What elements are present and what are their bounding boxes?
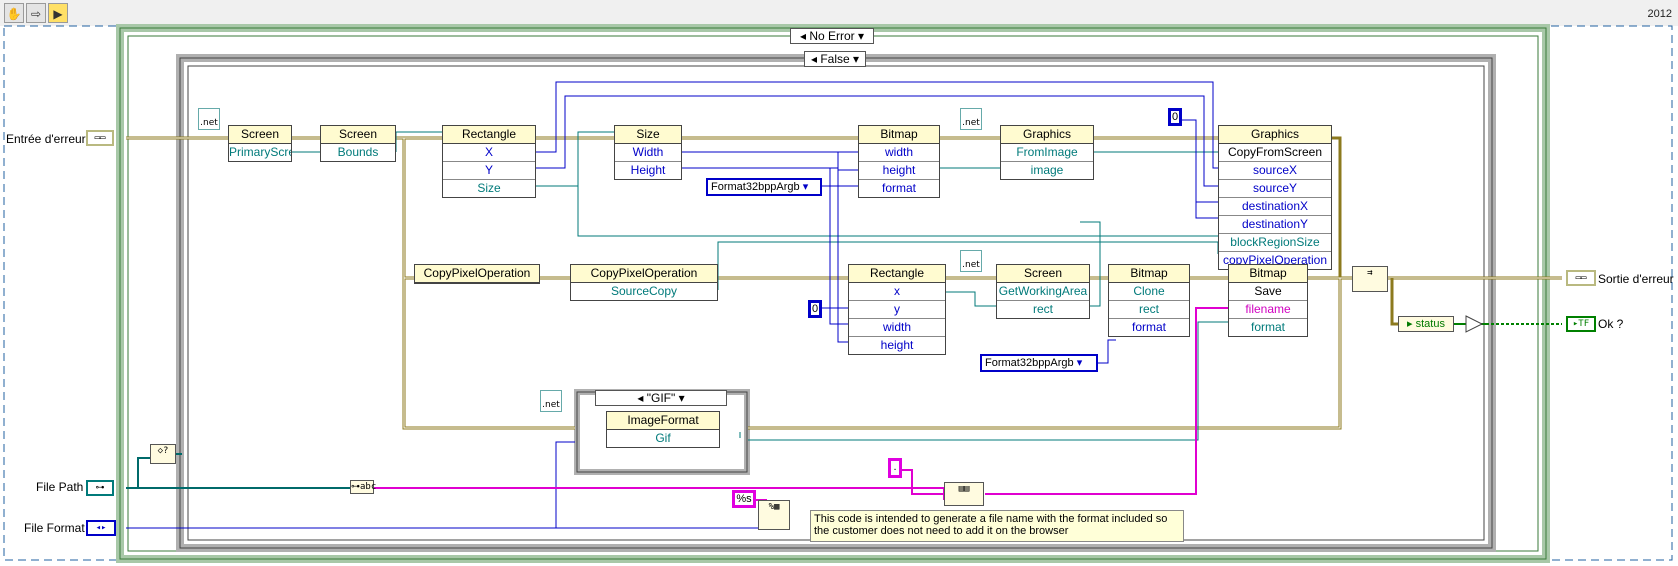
net-icon: .net — [540, 390, 562, 412]
version-label: 2012 — [1647, 8, 1672, 20]
rectangle-node-1[interactable]: Rectangle X Y Size — [442, 125, 536, 198]
error-in-terminal[interactable]: ▭▭ — [86, 130, 114, 146]
error-in-label: Entrée d'erreur — [6, 132, 86, 146]
size-node[interactable]: Size Width Height — [614, 125, 682, 180]
screen-node-primary[interactable]: Screen PrimaryScreen — [228, 125, 292, 162]
error-out-terminal[interactable]: ▭▭ — [1566, 270, 1596, 286]
case-dropdown-icon[interactable]: ▾ — [858, 29, 865, 43]
rectangle-node-2[interactable]: Rectangle x y width height — [848, 264, 946, 355]
error-out-label: Sortie d'erreur — [1598, 272, 1674, 286]
bitmap-node-clone[interactable]: Bitmap Clone rect format — [1108, 264, 1190, 337]
format-into-string-icon[interactable]: %▦ — [758, 500, 790, 530]
screen-node-bounds[interactable]: Screen Bounds — [320, 125, 396, 162]
inner-case-selector[interactable]: ◂ False ▾ — [804, 51, 866, 67]
file-format-label: File Format — [24, 521, 85, 535]
screen-node-workingarea[interactable]: Screen GetWorkingArea rect — [996, 264, 1090, 319]
pixel-format-constant-2[interactable]: Format32bppArgb ▾ — [980, 354, 1098, 372]
bitmap-node-1[interactable]: Bitmap width height format — [858, 125, 940, 198]
dropdown-icon: ▾ — [802, 181, 809, 193]
file-path-label: File Path — [36, 480, 84, 494]
toolbar: ✋ ⇨ ▶ 2012 — [0, 0, 1678, 26]
net-icon: .net — [960, 108, 982, 130]
zero-constant-1[interactable]: 0 — [1168, 108, 1182, 126]
dropdown-icon: ▾ — [1076, 357, 1083, 369]
file-path-terminal[interactable]: ⊶ — [86, 480, 114, 496]
concatenate-strings-icon[interactable]: ▤▤ — [944, 482, 984, 506]
zero-constant-2[interactable]: 0 — [808, 300, 822, 318]
case-prev-icon[interactable]: ◂ — [799, 29, 806, 43]
pixel-format-constant-1[interactable]: Format32bppArgb ▾ — [706, 178, 822, 196]
empty-path-icon[interactable]: ◇? — [150, 444, 176, 464]
net-icon: .net — [960, 250, 982, 272]
unbundle-status-node[interactable]: ▸ status — [1398, 316, 1454, 332]
case-dropdown-icon[interactable]: ▾ — [678, 391, 685, 405]
labview-icon[interactable]: ▶ — [48, 3, 68, 23]
format-case-selector[interactable]: ◂ "GIF" ▾ — [595, 390, 727, 406]
case-prev-icon[interactable]: ◂ — [637, 391, 644, 405]
code-comment: This code is intended to generate a file… — [810, 510, 1184, 542]
ok-terminal[interactable]: ▸TF — [1566, 316, 1596, 332]
copypixeloperation-node-1[interactable]: CopyPixelOperation — [414, 264, 540, 284]
copypixeloperation-node-2[interactable]: CopyPixelOperation SourceCopy — [570, 264, 718, 301]
case-prev-icon[interactable]: ◂ — [810, 52, 817, 66]
format-string-constant[interactable]: %s — [732, 490, 756, 508]
net-icon: .net — [198, 108, 220, 130]
imageformat-node[interactable]: ImageFormat Gif — [606, 411, 720, 448]
graphics-node-fromimage[interactable]: Graphics FromImage image — [1000, 125, 1094, 180]
merge-errors-icon[interactable]: ⇉ — [1352, 266, 1388, 292]
path-to-string-icon[interactable]: ⊶abc — [350, 480, 377, 494]
dot-string-constant[interactable]: . — [888, 458, 902, 478]
outer-case-selector[interactable]: ◂ No Error ▾ — [790, 28, 874, 44]
case-dropdown-icon[interactable]: ▾ — [853, 52, 860, 66]
arrow-icon[interactable]: ⇨ — [26, 3, 46, 23]
graphics-node-copyfromscreen[interactable]: Graphics CopyFromScreen sourceX sourceY … — [1218, 125, 1332, 270]
hand-icon[interactable]: ✋ — [4, 3, 24, 23]
bitmap-node-save[interactable]: Bitmap Save filename format — [1228, 264, 1308, 337]
ok-label: Ok ? — [1598, 317, 1624, 331]
file-format-terminal[interactable]: ◂▸ — [86, 520, 116, 536]
